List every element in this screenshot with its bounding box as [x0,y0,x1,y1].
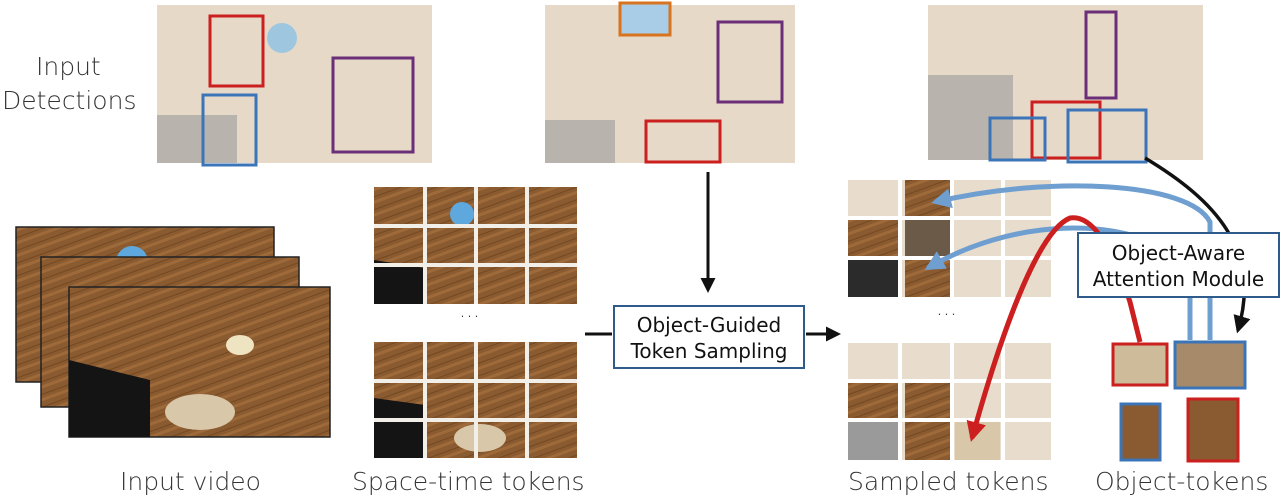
bbox-purple [1084,10,1118,100]
bbox-red [644,119,722,164]
object-token-red-2 [1186,397,1240,463]
arrow-detection-to-object-token [1144,156,1251,334]
ellipsis-space-time: ··· [459,305,480,330]
label-space-time-tokens: Space-time tokens [352,467,585,496]
bbox-red [208,14,265,88]
space-time-grid-bottom [374,342,577,458]
token-sampling-module: Object-Guided Token Sampling [613,305,805,369]
attention-module: Object-Aware Attention Module [1077,232,1280,298]
bbox-purple [716,20,784,104]
input-video-stack [15,226,331,438]
token-sampling-line2: Token Sampling [630,339,788,363]
bbox-blue [201,93,258,167]
detection-frame-2 [545,1,795,164]
object-token-red-1 [1111,342,1169,387]
label-sampled-tokens: Sampled tokens [848,467,1049,496]
label-input-video: Input video [120,467,261,496]
bbox-blue-2 [1066,108,1148,164]
detection-frame-1 [157,5,432,167]
arrow-blue-1 [931,183,1213,340]
object-token-blue-1 [1173,340,1247,390]
space-time-grid-top [374,187,577,304]
token-sampling-line1: Object-Guided [636,313,782,337]
bbox-red [1030,100,1102,160]
bbox-blue [988,116,1047,162]
bbox-purple [331,56,415,154]
object-tokens [1111,340,1247,463]
label-detections: Detections [2,86,137,115]
ellipsis-sampled: ··· [936,303,957,328]
attention-line2: Attention Module [1092,267,1265,291]
bbox-orange [618,1,672,37]
sampled-grid-top [848,180,1051,297]
detection-frame-3 [928,5,1203,164]
sampled-grid-bottom [848,343,1051,460]
label-object-tokens: Object-tokens [1095,467,1269,496]
label-input: Input [36,52,101,81]
object-token-blue-2 [1119,402,1162,462]
attention-line1: Object-Aware [1111,241,1246,265]
